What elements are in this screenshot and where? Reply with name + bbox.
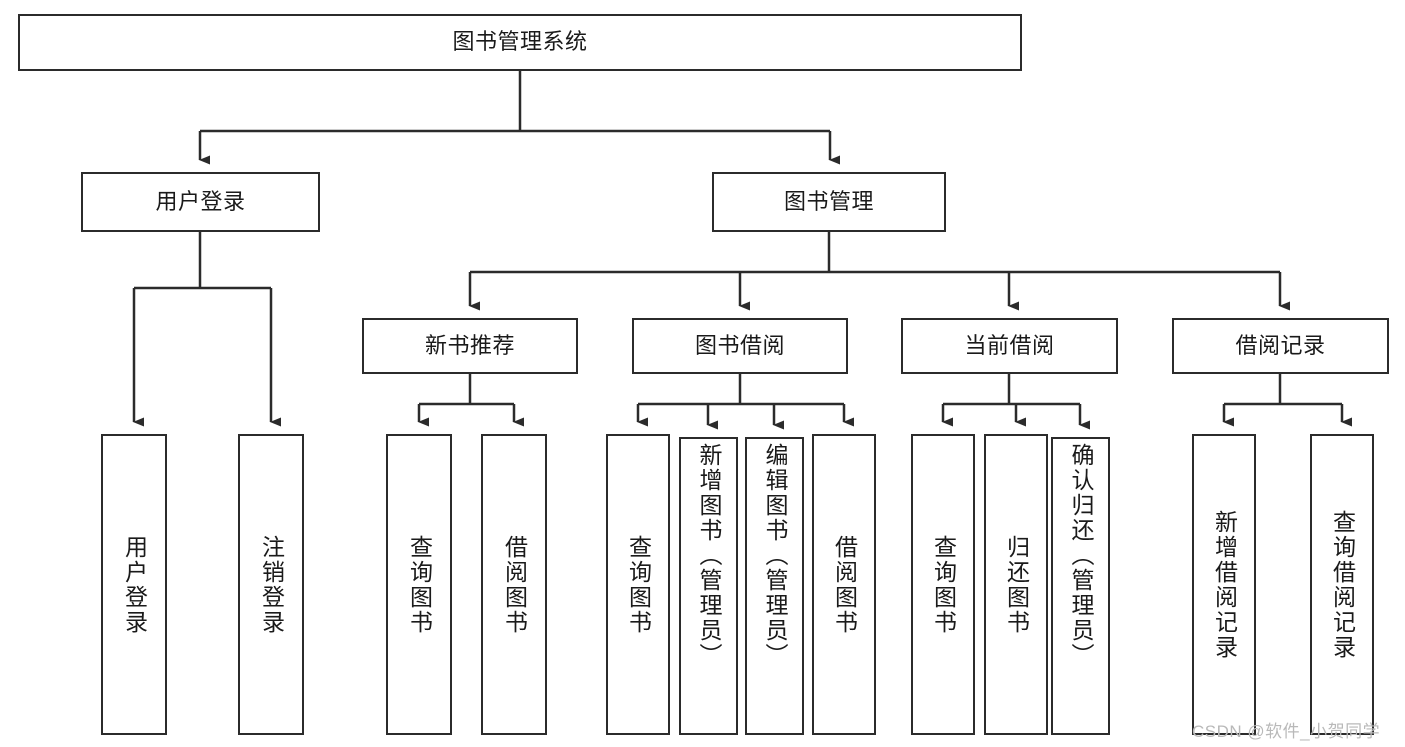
node-leaf-logout[interactable]: 注销登录 bbox=[238, 434, 304, 735]
node-label: 查询图书 bbox=[625, 534, 652, 635]
node-label: 查询图书 bbox=[406, 534, 433, 635]
node-label: 借阅图书 bbox=[831, 534, 858, 635]
node-root-system[interactable]: 图书管理系统 bbox=[18, 14, 1022, 71]
node-leaf-borrow-book-recommend[interactable]: 借阅图书 bbox=[481, 434, 547, 735]
node-leaf-edit-book[interactable]: 编辑图书（管理员） bbox=[745, 437, 804, 735]
node-label: 图书管理系统 bbox=[452, 29, 588, 55]
node-current-borrow[interactable]: 当前借阅 bbox=[901, 318, 1118, 374]
node-label: 借阅记录 bbox=[1235, 332, 1326, 358]
node-leaf-add-borrow-record[interactable]: 新增借阅记录 bbox=[1192, 434, 1256, 735]
node-user-login[interactable]: 用户登录 bbox=[81, 172, 320, 232]
node-book-borrow[interactable]: 图书借阅 bbox=[632, 318, 848, 374]
node-leaf-user-login[interactable]: 用户登录 bbox=[101, 434, 167, 735]
node-label: 用户登录 bbox=[155, 188, 246, 214]
csdn-watermark: CSDN @软件_小贺同学 bbox=[1192, 722, 1381, 741]
node-leaf-borrow-book[interactable]: 借阅图书 bbox=[812, 434, 876, 735]
node-leaf-return-book[interactable]: 归还图书 bbox=[984, 434, 1048, 735]
node-label: 新书推荐 bbox=[424, 332, 515, 358]
node-leaf-query-book-recommend[interactable]: 查询图书 bbox=[386, 434, 452, 735]
node-leaf-query-borrow-record[interactable]: 查询借阅记录 bbox=[1310, 434, 1374, 735]
node-label: 查询图书 bbox=[930, 534, 957, 635]
node-leaf-confirm-return[interactable]: 确认归还（管理员） bbox=[1051, 437, 1110, 735]
node-label: 确认归还（管理员） bbox=[1068, 443, 1094, 668]
node-leaf-query-book-current[interactable]: 查询图书 bbox=[911, 434, 975, 735]
node-label: 用户登录 bbox=[121, 534, 148, 635]
node-label: 注销登录 bbox=[258, 534, 285, 635]
node-label: 借阅图书 bbox=[501, 534, 528, 635]
node-label: 新增图书（管理员） bbox=[696, 443, 722, 668]
node-label: 查询借阅记录 bbox=[1329, 509, 1356, 660]
node-leaf-add-book[interactable]: 新增图书（管理员） bbox=[679, 437, 738, 735]
node-leaf-query-book-borrow[interactable]: 查询图书 bbox=[606, 434, 670, 735]
node-new-book-recommend[interactable]: 新书推荐 bbox=[362, 318, 578, 374]
node-label: 编辑图书（管理员） bbox=[762, 443, 788, 668]
node-label: 图书借阅 bbox=[694, 332, 785, 358]
node-book-manage[interactable]: 图书管理 bbox=[712, 172, 946, 232]
node-borrow-record[interactable]: 借阅记录 bbox=[1172, 318, 1389, 374]
node-label: 新增借阅记录 bbox=[1211, 509, 1238, 660]
node-label: 归还图书 bbox=[1003, 534, 1030, 635]
node-label: 图书管理 bbox=[783, 188, 874, 214]
node-label: 当前借阅 bbox=[964, 332, 1055, 358]
